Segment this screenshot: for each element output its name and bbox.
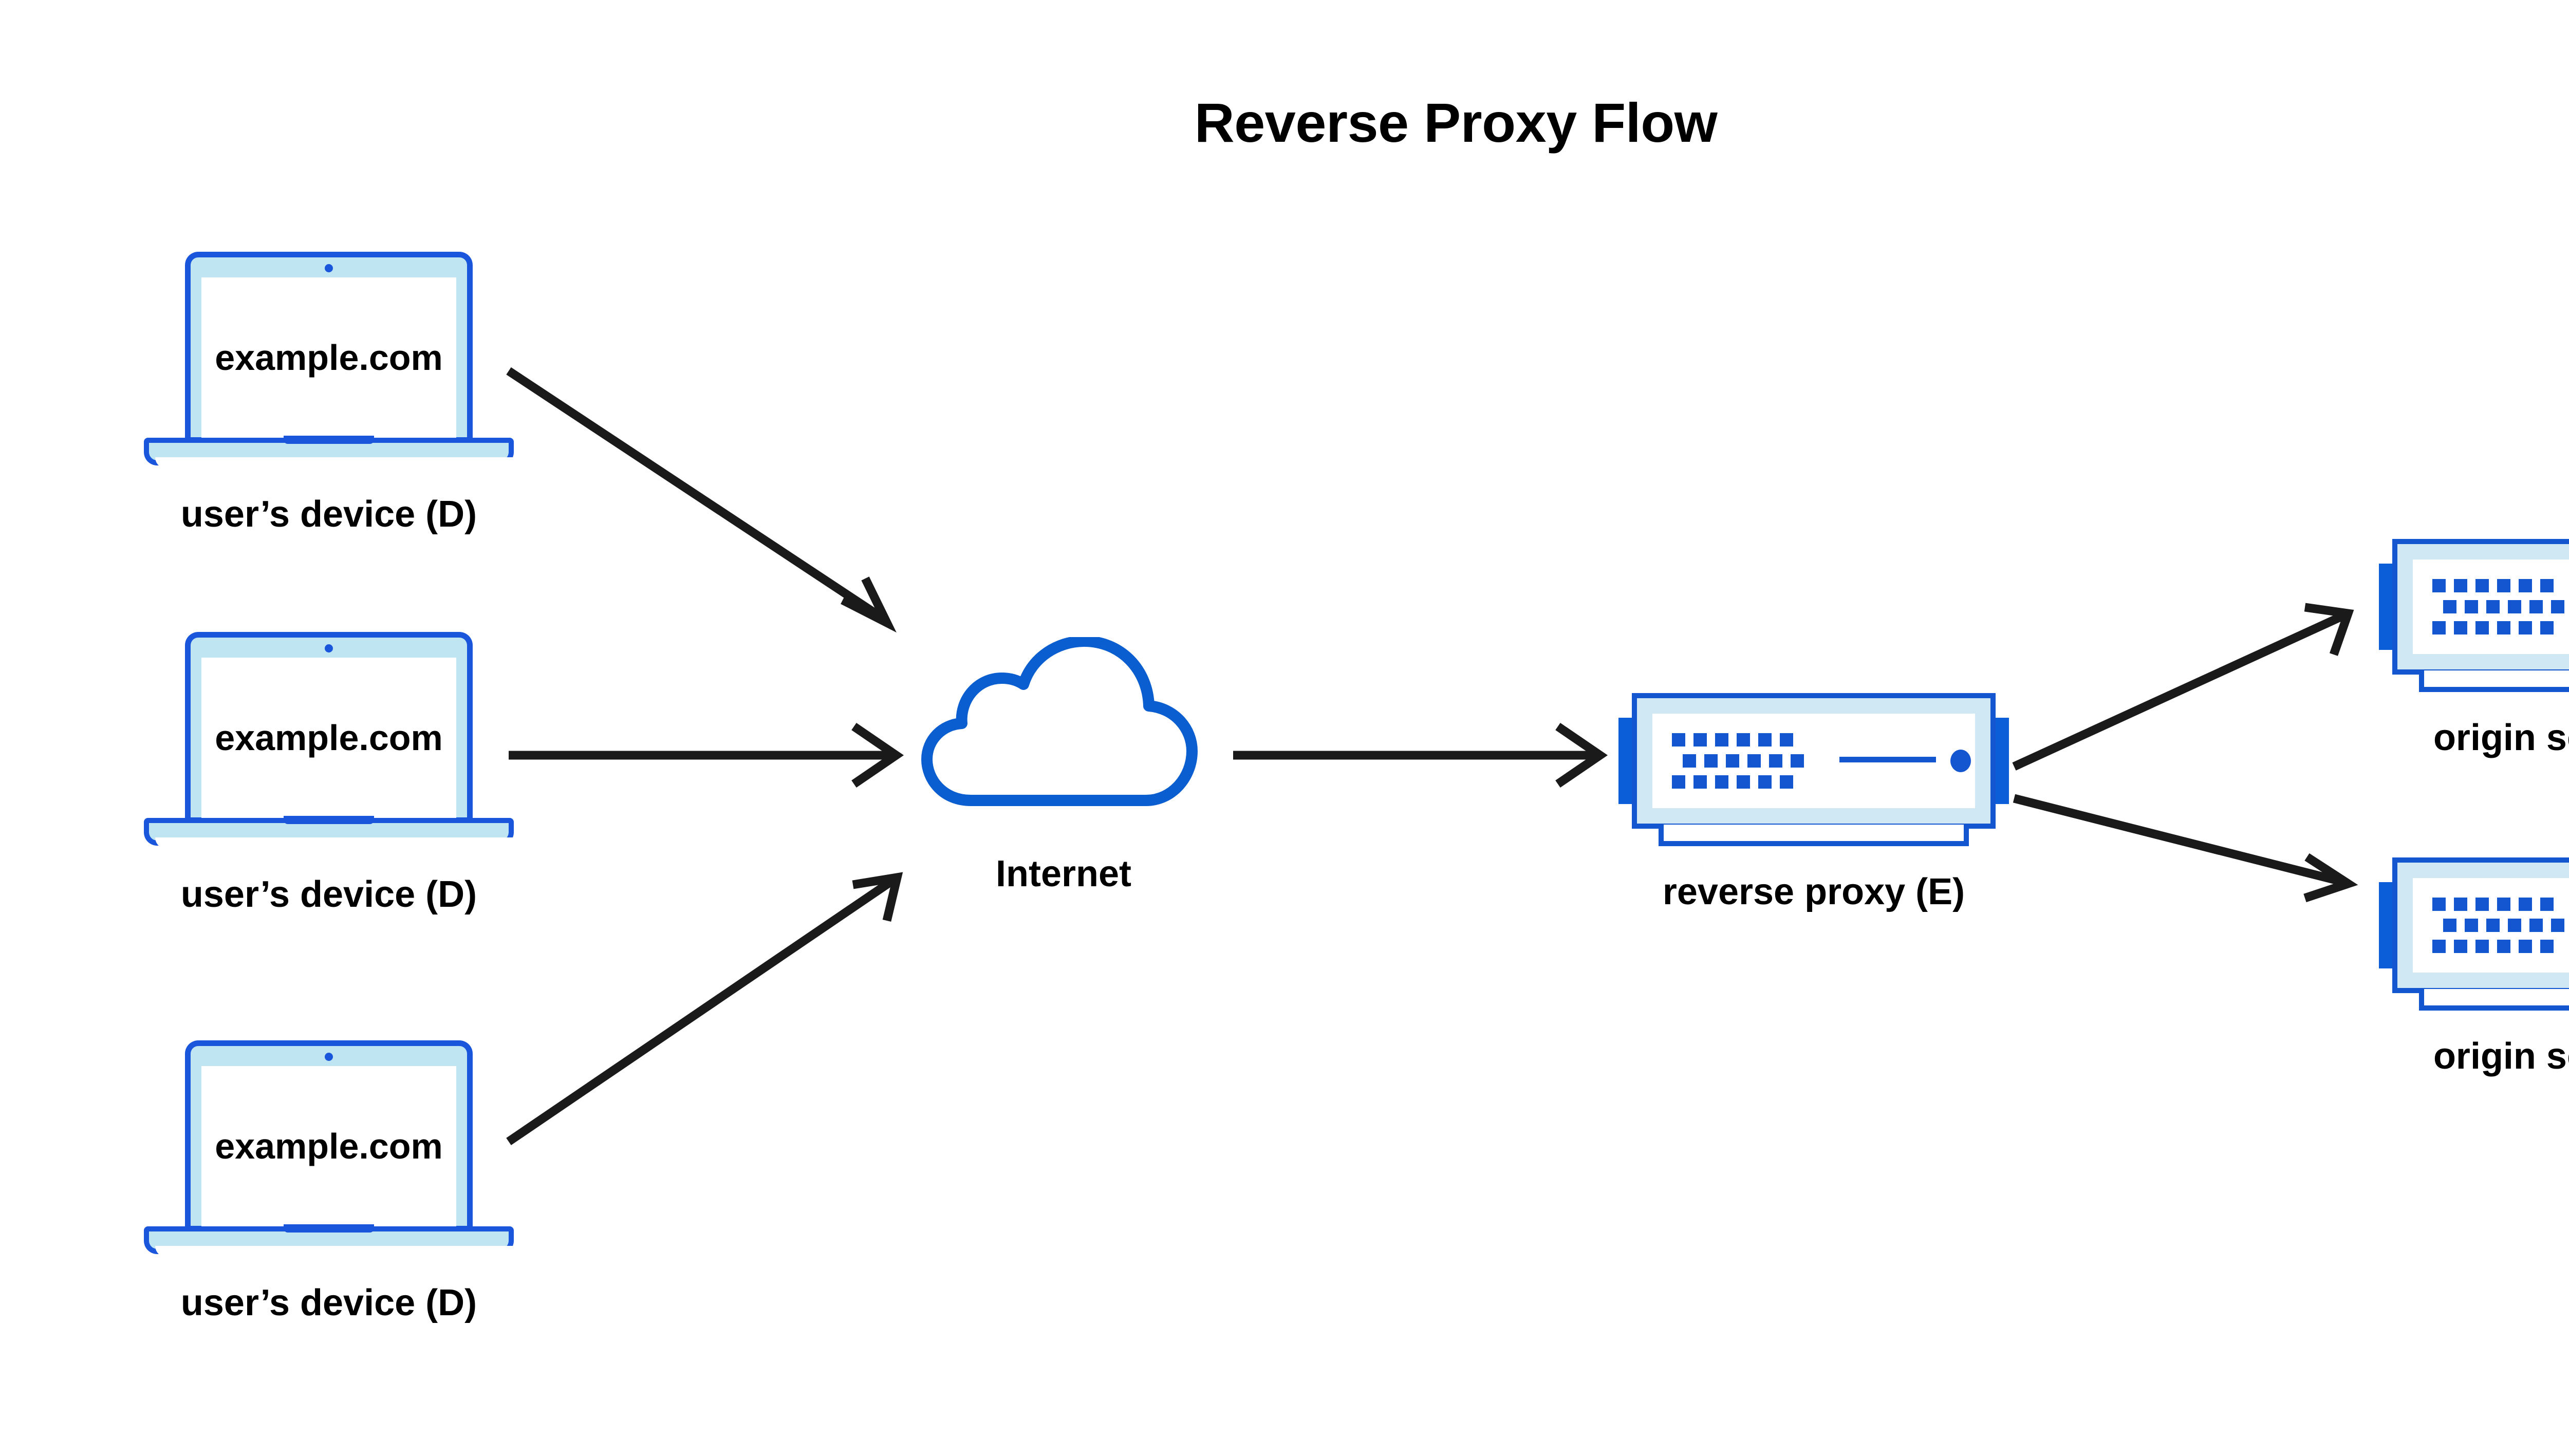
server-vent-grid-icon	[2432, 579, 2564, 634]
laptop-screen: example.com	[201, 277, 456, 438]
caption-origin-1: origin server (F)	[2433, 717, 2569, 758]
cloud-icon-internet[interactable]	[920, 636, 1207, 832]
laptop-base	[144, 818, 514, 849]
laptop-hinge-notch	[284, 436, 374, 444]
laptop-base-gloss	[155, 457, 513, 469]
server-base-shelf	[2419, 989, 2569, 1011]
server-vent-grid-icon	[1672, 733, 1804, 789]
server-icon-origin-1[interactable]	[2379, 532, 2569, 692]
camera-dot-icon	[325, 644, 333, 652]
arrow-client3-to-internet	[506, 872, 903, 1146]
laptop-icon-client-1[interactable]: example.com	[144, 252, 514, 469]
laptop-icon-client-2[interactable]: example.com	[144, 632, 514, 849]
caption-client-2: user’s device (D)	[180, 874, 477, 915]
caption-internet: Internet	[995, 853, 1132, 894]
server-status-led-icon	[1950, 750, 1971, 772]
laptop-hinge-notch	[284, 1224, 374, 1233]
laptop-icon-client-3[interactable]: example.com	[144, 1040, 514, 1257]
arrow-proxy-to-origin2	[2013, 794, 2358, 903]
laptop-screen: example.com	[201, 658, 456, 818]
server-base-shelf	[1659, 825, 1969, 846]
screen-url-text: example.com	[215, 1126, 443, 1166]
laptop-base-gloss	[155, 837, 513, 849]
laptop-hinge-notch	[284, 816, 374, 824]
camera-dot-icon	[325, 1053, 333, 1061]
arrow-internet-to-proxy	[1233, 722, 1608, 788]
screen-url-text: example.com	[215, 338, 443, 378]
arrow-proxy-to-origin1	[2012, 603, 2354, 771]
caption-client-3: user’s device (D)	[180, 1282, 477, 1323]
caption-origin-2: origin server (F)	[2433, 1036, 2569, 1077]
server-base-shelf	[2419, 670, 2569, 692]
arrow-client1-to-internet	[506, 367, 897, 633]
server-status-line-icon	[1839, 757, 1936, 762]
server-icon-origin-2[interactable]	[2379, 850, 2569, 1011]
arrow-client2-to-internet	[509, 722, 904, 788]
server-vent-grid-icon	[2432, 898, 2564, 953]
caption-reverse-proxy: reverse proxy (E)	[1662, 871, 1965, 912]
server-icon-reverse-proxy[interactable]	[1618, 686, 2009, 846]
camera-dot-icon	[325, 264, 333, 272]
caption-client-1: user’s device (D)	[180, 494, 477, 535]
laptop-base-gloss	[155, 1246, 513, 1257]
screen-url-text: example.com	[215, 718, 443, 758]
page-title: Reverse Proxy Flow	[1194, 91, 1718, 154]
laptop-screen: example.com	[201, 1066, 456, 1226]
